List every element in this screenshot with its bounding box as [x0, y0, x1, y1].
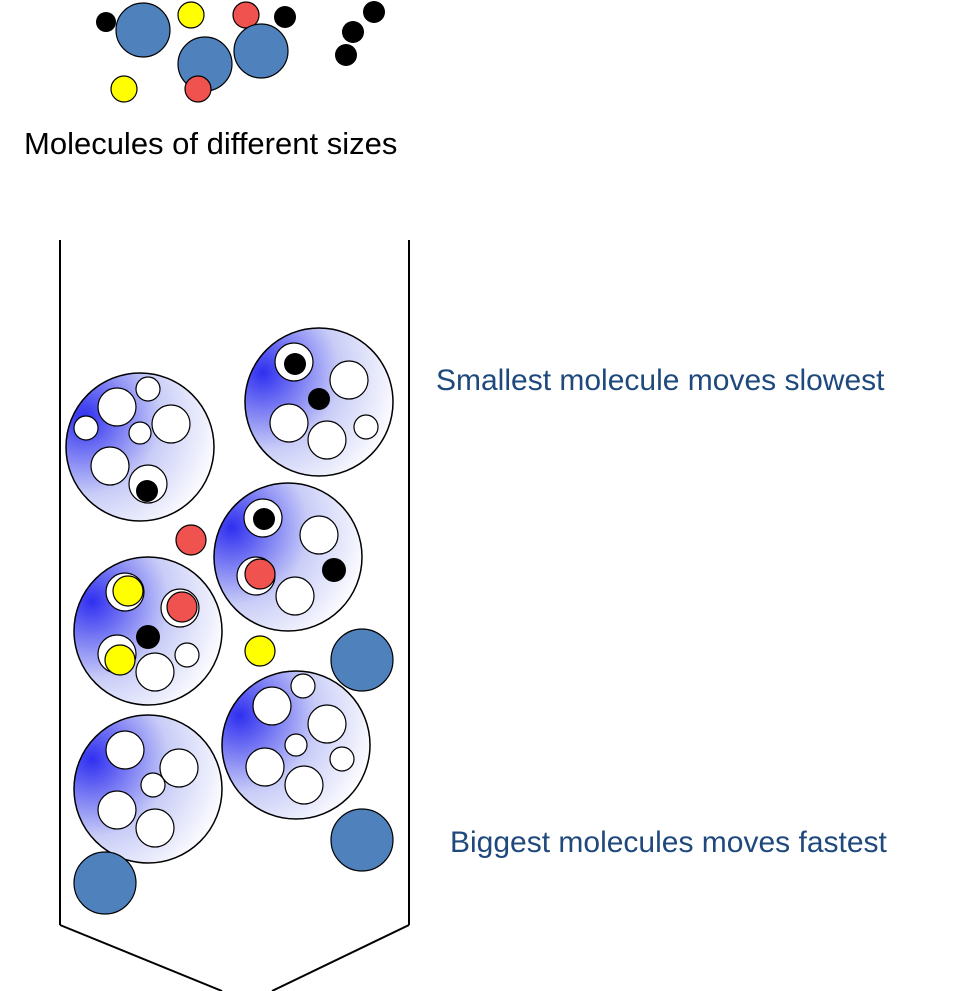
smallest-molecule [342, 21, 364, 43]
large-molecule [73, 851, 137, 915]
large-molecule [233, 23, 289, 79]
small-molecule [112, 575, 144, 607]
smallest-molecule [253, 508, 275, 530]
porous-bead [73, 714, 223, 864]
small-molecule [104, 644, 136, 676]
smallest-molecule [335, 44, 357, 66]
column [59, 240, 410, 991]
medium-molecule [175, 524, 207, 556]
bead-pores [97, 730, 199, 848]
small-molecule [177, 1, 205, 29]
porous-bead [65, 372, 215, 522]
biggest-molecule-label: Biggest molecules moves fastest [450, 826, 887, 859]
smallest-molecule [96, 12, 116, 32]
medium-molecule [166, 591, 198, 623]
smallest-molecule [284, 353, 306, 375]
large-molecule [330, 808, 394, 872]
large-molecule [330, 628, 394, 692]
smallest-molecule-label: Smallest molecule moves slowest [436, 364, 885, 397]
porous-bead [221, 670, 371, 820]
column-outlet-right [271, 924, 410, 991]
smallest-molecule [363, 1, 385, 23]
medium-molecule [184, 75, 212, 103]
smallest-molecule [136, 625, 160, 649]
column-outlet-left [59, 924, 223, 991]
large-molecule [115, 2, 171, 58]
bead-pores [245, 673, 355, 805]
molecule-mixture [96, 1, 385, 103]
smallest-molecule [136, 480, 158, 502]
bead-pores [269, 342, 379, 460]
smallest-molecule [308, 388, 330, 410]
porous-bead [213, 482, 363, 632]
medium-molecule [244, 558, 276, 590]
small-molecule [244, 635, 276, 667]
smallest-molecule [274, 6, 296, 28]
smallest-molecule [322, 558, 346, 582]
mixture-label: Molecules of different sizes [24, 126, 398, 161]
porous-bead [73, 556, 223, 706]
small-molecule [110, 75, 138, 103]
porous-bead [244, 327, 394, 477]
